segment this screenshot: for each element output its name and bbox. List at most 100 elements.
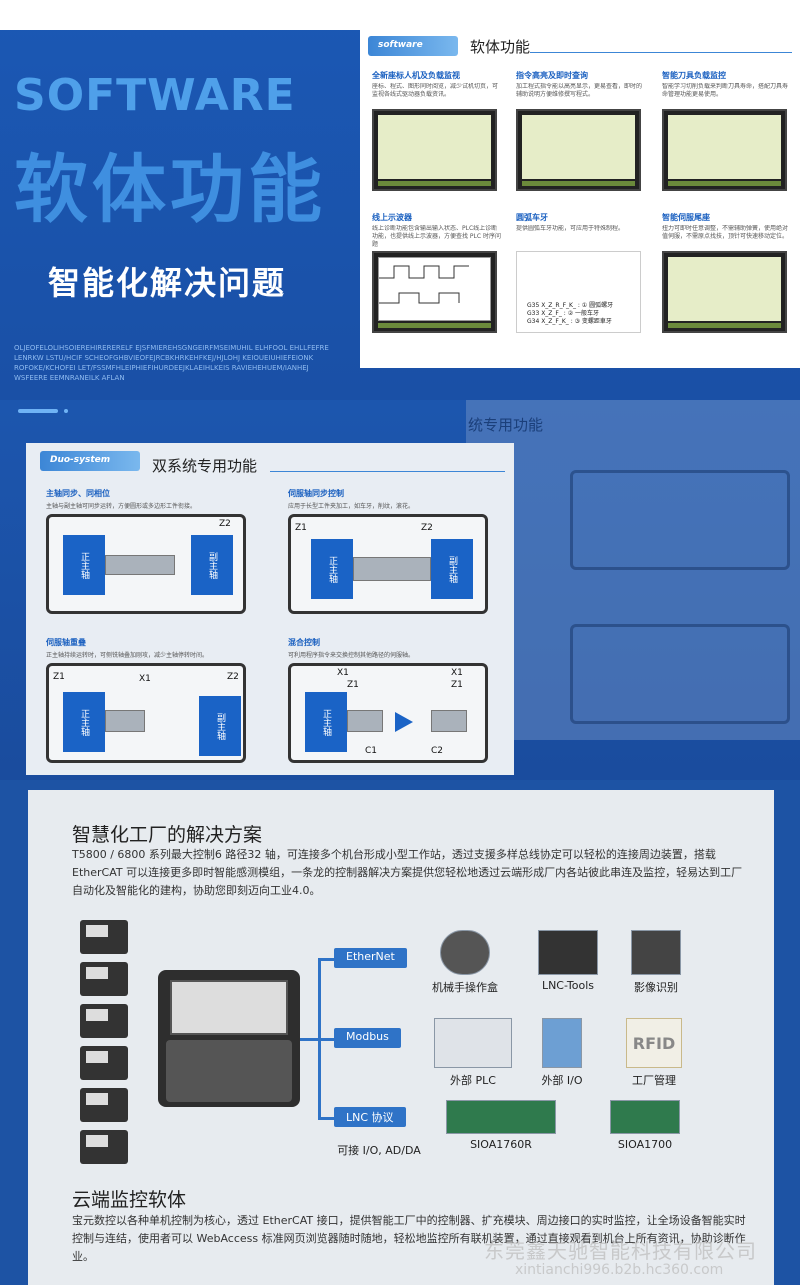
slide-indicator [18,400,74,419]
board-icon [610,1100,680,1134]
duo-card-title: 双系统专用功能 [152,457,258,475]
rfid-icon: RFID [626,1018,682,1068]
feature-tool-load: 智能刀具负载监控 智能学习切削负载来判断刀具寿命，搭配刀具寿命管理功能更易使用。 [662,70,792,191]
cloud-text: 宝元数控以各种单机控制为核心，透过 EtherCAT 接口，提供智能工厂中的控制… [72,1214,746,1263]
machine-icon [80,1004,128,1038]
thread-line-3: G34 X_Z_F_K_ : ③ 变螺距車牙 [527,318,612,325]
lnc-bus: LNC 协议 [334,1107,406,1127]
pane-desc: 主轴与副主轴可同步运转，方便圆形或多边形工件衔接。 [46,503,197,510]
axis-label: Z2 [421,523,433,533]
controller-screen [170,980,288,1035]
thread-image: G35 X_Z_R_F_K_ : ① 圆弧螺牙 G33 X_Z_F_ : ② 一… [516,251,641,333]
device-label: 外部 PLC [450,1074,496,1087]
sub-spindle: 副主轴 [191,535,233,595]
axis-label: Z1 [295,523,307,533]
pane-mixed-control: 混合控制 可利用程序指令来交换控制其他路径的伺服轴。 正主轴 X1 Z1 X1 … [288,637,488,763]
main-spindle: 正主轴 [305,692,347,752]
device-label: 可接 I/O, AD/DA [337,1144,421,1157]
feature-desc: 线上诊断功能包含输出输入状态、PLC线上诊断功能，也提供线上示波器，方便查找 P… [372,225,501,248]
modbus-bus: Modbus [334,1028,401,1048]
thread-line-1: G35 X_Z_R_F_K_ : ① 圆弧螺牙 [527,302,614,309]
feature-arc-threading: 圆弧车牙 提供圆弧车牙功能，可应用于特殊制程。 G35 X_Z_R_F_K_ :… [516,212,646,333]
screen-image [516,109,641,191]
ghost-diagram [570,470,790,570]
machine-icon [80,1088,128,1122]
feature-desc: 智能学习切削负载来判断刀具寿命，搭配刀具寿命管理功能更易使用。 [662,83,789,98]
pane-desc: 正主轴持续运转时，可侧铣轴叠加刚攻，减少主轴停转时间。 [46,652,209,659]
hero-subtitle: 智能化解决问题 [48,264,287,302]
sub-spindle: 副主轴 [431,539,473,599]
machine-stack [80,920,128,1172]
axis-label: Z2 [219,519,231,529]
indicator-dot [64,408,68,413]
ethernet-bus: EtherNet [334,948,407,968]
feature-title: 线上示波器 [372,213,412,222]
watermark-url: xintianchi996.b2b.hc360.com [515,1262,724,1278]
factory-text: T5800 / 6800 系列最大控制6 路径32 轴，可连接多个机台形成小型工… [72,848,743,897]
workpiece [353,557,431,581]
feature-title: 圆弧车牙 [516,213,548,222]
screen-image [662,251,787,333]
device-label: 外部 I/O [541,1074,583,1087]
plc-icon [434,1018,512,1068]
factory-title: 智慧化工厂的解决方案 [72,824,263,846]
pane-servo-sync: 伺服轴同步控制 应用于长型工件夹加工，如车牙，削纹，滚花。 正主轴 副主轴 Z1… [288,488,488,614]
main-spindle: 正主轴 [63,535,105,595]
robot-box-icon [440,930,490,975]
bus-link [318,1038,338,1041]
axis-label: X1 [337,668,349,678]
indicator-bar [18,408,58,413]
hero-small-text: OLJEOFELOLIHSOIEREHIRERERELF EJSFMIEREHS… [14,344,329,382]
pane-desc: 可利用程序指令来交换控制其他路径的伺服轴。 [288,652,415,659]
arrow-icon [395,712,413,732]
feature-title: 全新座标人机及负载监视 [372,71,460,80]
workpiece [105,710,145,732]
sub-spindle: 副主轴 [199,696,241,756]
device-factory-mgmt: RFID 工厂管理 [618,1018,690,1088]
diagram: 正主轴 X1 Z1 X1 Z1 C1 C2 [288,663,488,763]
axis-label: Z1 [53,672,65,682]
diagram: 正主轴 副主轴 Z1 Z2 [288,514,488,614]
waveform [379,265,469,304]
feature-desc: 座标、程式、图形同时阅览，减少试机切页，可监视各线式驱动器负载资讯。 [372,83,499,98]
duo-system-tag: Duo-system [40,451,140,471]
feature-title: 智能伺服尾座 [662,213,710,222]
hero-chinese-title: 软体功能 [14,147,326,233]
main-spindle: 正主轴 [63,692,105,752]
hero-english-title: SOFTWARE [14,70,296,121]
feature-title: 指令高亮及即时查询 [516,71,588,80]
title-underline [530,52,792,53]
bus-link [318,958,338,961]
machine-icon [80,1130,128,1164]
controller-keypad [166,1040,292,1102]
device-label: LNC-Tools [541,979,595,992]
computer-icon [538,930,598,975]
device-vision: 影像识别 [618,930,694,995]
camera-icon [631,930,681,975]
device-label: 机械手操作盒 [432,981,498,994]
bus-link [318,1117,338,1120]
cnc-controller [158,970,300,1107]
feature-desc: 加工程式指令能以高亮显示，更易查看，即时的辅助说明方便维修撰写程式。 [516,83,643,98]
workpiece [431,710,467,732]
device-label: SIOA1760R [470,1138,532,1151]
axis-label: X1 [451,668,463,678]
software-features-card: software 软体功能 全新座标人机及负载监视 座标、程式、图形同时阅览，减… [360,28,800,368]
device-robot-box: 机械手操作盒 [420,930,510,995]
pane-title: 主轴同步、同相位 [46,489,110,498]
io-module-icon [542,1018,582,1068]
feature-desc: 扭力可即时任意调整，不需辅助弹簧，使用绝对值伺服，不需原点找技，顶针可快速移动定… [662,225,789,240]
machine-icon [80,962,128,996]
top-strip [0,0,800,30]
pane-desc: 应用于长型工件夹加工，如车牙，削纹，滚花。 [288,503,415,510]
axis-label: C1 [365,746,378,756]
device-label: SIOA1700 [617,1138,673,1151]
board-icon [446,1100,556,1134]
device-sioa1760r: SIOA1760R [442,1100,560,1151]
smart-factory-card: 智慧化工厂的解决方案 T5800 / 6800 系列最大控制6 路径32 轴，可… [28,790,774,1285]
thread-line-2: G33 X_Z_F_ : ② 一般车牙 [527,310,599,317]
device-sioa1700: SIOA1700 [602,1100,688,1151]
workpiece [105,555,175,575]
device-io-adda: 可接 I/O, AD/DA [324,1142,434,1158]
screen-image [372,251,497,333]
